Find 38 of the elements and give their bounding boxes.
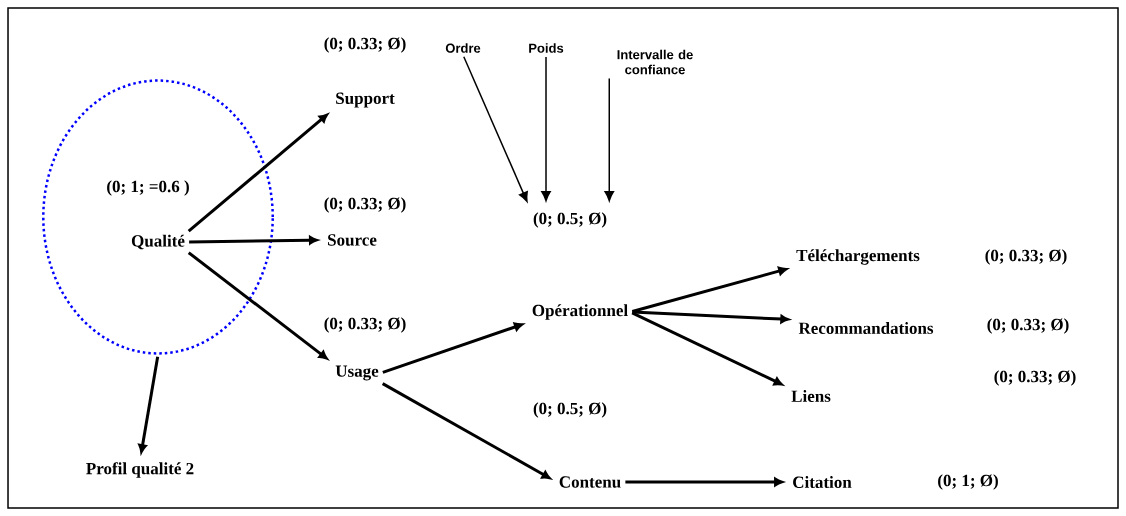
score-tuple: (0; 1; =0.6 ) [107, 180, 189, 196]
concept-label: (0; 0.5; Ø) [533, 212, 607, 228]
score-tuple: (0; 0.33; Ø) [324, 197, 406, 213]
arrow [189, 235, 319, 245]
annotation-label: Intervalle de confiance [617, 49, 693, 75]
concept-label: Opérationnel [532, 304, 628, 320]
concept-label: Qualité [131, 234, 185, 250]
annotation-label: Poids [529, 43, 564, 53]
score-tuple: (0; 0.33; Ø) [985, 249, 1067, 265]
arrow [187, 113, 329, 233]
concept-label: Liens [791, 390, 831, 402]
concept-label: Source [328, 234, 377, 246]
concept-label: Usage [335, 365, 379, 381]
arrow [187, 251, 328, 360]
concept-label: Recommandations [798, 322, 934, 334]
score-tuple: (0; 1; Ø) [938, 474, 998, 490]
arrow [381, 382, 551, 480]
arrow [604, 77, 615, 202]
score-tuple: (0; 0.5; Ø) [533, 402, 607, 418]
arrow [463, 56, 528, 203]
score-tuple: (0; 0.33; Ø) [994, 370, 1076, 386]
concept-label: Téléchargements [796, 249, 920, 265]
score-tuple: (0; 0.33; Ø) [324, 317, 406, 333]
concept-label: Contenu [559, 476, 621, 488]
concept-label: Support [336, 92, 395, 108]
annotation-label: Ordre [445, 43, 481, 53]
arrow [541, 56, 551, 202]
arrow [632, 310, 790, 324]
score-tuple: (0; 0.33; Ø) [987, 318, 1069, 334]
concept-label: Citation [793, 476, 852, 488]
dotted-outline [42, 79, 274, 355]
concept-label: Profil qualité 2 [86, 462, 194, 478]
arrow [631, 266, 788, 313]
arrow [631, 311, 783, 386]
arrow [138, 356, 160, 454]
score-tuple: (0; 0.33; Ø) [324, 37, 406, 53]
arrow [625, 477, 784, 487]
arrow [382, 322, 524, 374]
